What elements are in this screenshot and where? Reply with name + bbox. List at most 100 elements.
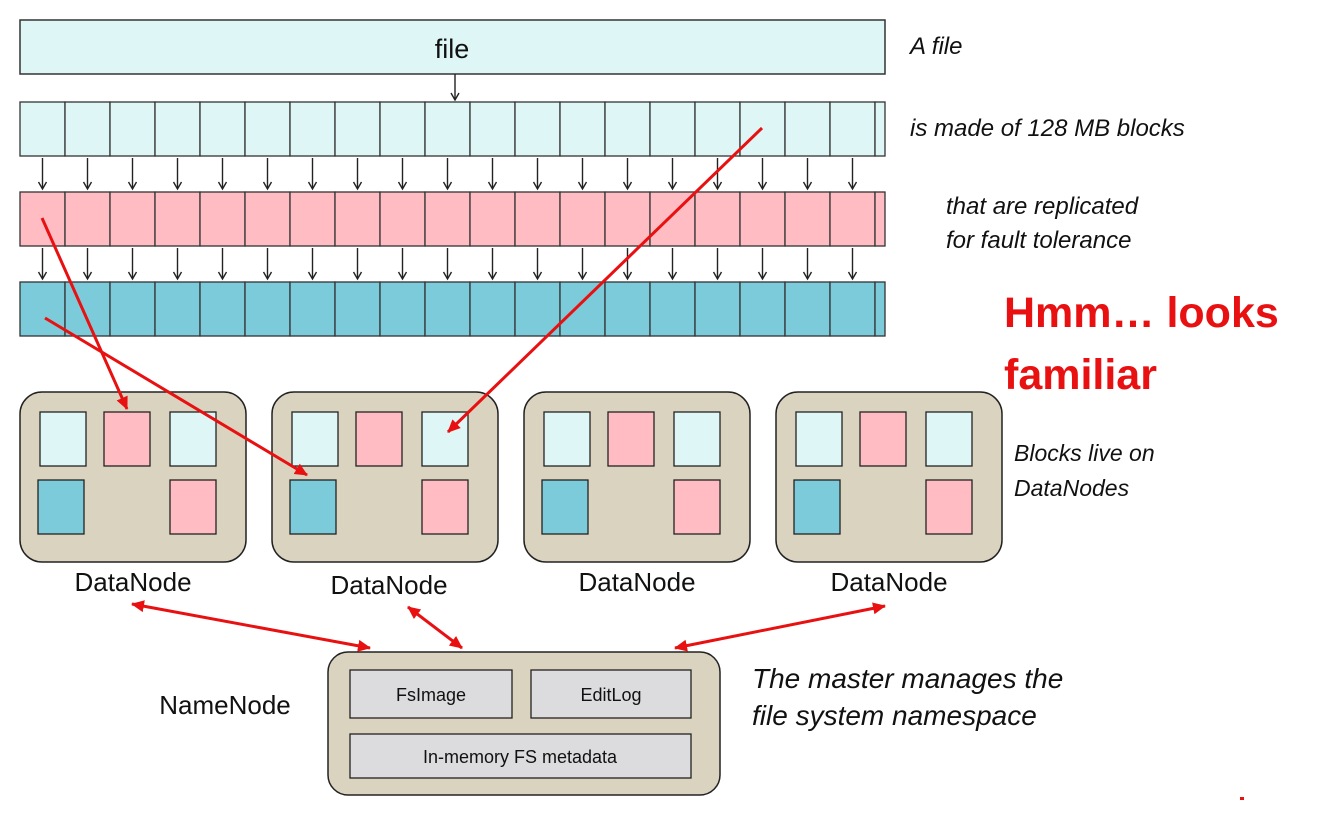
- original-block: [64, 101, 111, 157]
- replica-2-block: [19, 281, 66, 337]
- replica-1-block: [334, 191, 381, 247]
- slide-corner-mark: [1240, 797, 1244, 800]
- replica-2-block: [379, 281, 426, 337]
- original-block: [334, 101, 381, 157]
- original-block: [694, 101, 741, 157]
- original-block: [154, 101, 201, 157]
- stored-block-light: [925, 411, 973, 467]
- block-row-replica-1: [19, 191, 886, 247]
- stored-block-pink: [925, 479, 973, 535]
- original-block: [19, 101, 66, 157]
- datanode-label: DataNode: [330, 570, 447, 600]
- original-block: [469, 101, 516, 157]
- stored-block-pink: [859, 411, 907, 467]
- caption-replicated-2: for fault tolerance: [946, 227, 1131, 254]
- highlight-line-2: familiar: [1004, 351, 1157, 399]
- stored-block-pink: [169, 479, 217, 535]
- replica-2-block: [649, 281, 696, 337]
- replica-2-block: [154, 281, 201, 337]
- replica-2-block: [289, 281, 336, 337]
- replica-2-block: [829, 281, 876, 337]
- replica-1-block: [739, 191, 786, 247]
- caption-master-1: The master manages the: [752, 663, 1063, 694]
- datanode-3: DataNode: [523, 391, 751, 597]
- caption-replicated-1: that are replicated: [946, 193, 1139, 220]
- original-block: [379, 101, 426, 157]
- original-block: [514, 101, 561, 157]
- replica-1-block: [694, 191, 741, 247]
- stored-block-blue: [541, 479, 589, 535]
- heartbeat-arrows: [131, 600, 886, 652]
- replica-2-block: [199, 281, 246, 337]
- replica-2-block: [469, 281, 516, 337]
- caption-datanodes-2: DataNodes: [1014, 475, 1130, 501]
- stored-block-light: [795, 411, 843, 467]
- replica-2-block: [334, 281, 381, 337]
- stored-block-light: [673, 411, 721, 467]
- original-block: [559, 101, 606, 157]
- stored-block-pink: [607, 411, 655, 467]
- stored-block-blue: [289, 479, 337, 535]
- replica-2-block: [109, 281, 156, 337]
- stored-block-pink: [355, 411, 403, 467]
- replica-2-block: [64, 281, 111, 337]
- original-block: [604, 101, 651, 157]
- replica-1-block: [379, 191, 426, 247]
- caption-master-2: file system namespace: [752, 700, 1037, 731]
- replication-arrows-2: [37, 248, 858, 281]
- replica-1-block: [199, 191, 246, 247]
- caption-a-file: A file: [908, 33, 962, 60]
- stored-block-blue: [37, 479, 85, 535]
- datanode-label: DataNode: [578, 567, 695, 597]
- stored-block-light: [39, 411, 87, 467]
- replica-1-block: [514, 191, 561, 247]
- caption-datanodes-1: Blocks live on: [1014, 440, 1155, 466]
- placement-arrows: [40, 126, 764, 477]
- replica-2-block: [244, 281, 291, 337]
- original-block: [829, 101, 876, 157]
- original-block: [424, 101, 471, 157]
- namenode-label: NameNode: [159, 690, 291, 720]
- replica-1-block: [64, 191, 111, 247]
- heartbeat-arrow-3: [674, 602, 886, 652]
- original-block: [289, 101, 336, 157]
- original-block: [109, 101, 156, 157]
- replica-1-block: [469, 191, 516, 247]
- replication-arrows-1: [37, 158, 858, 191]
- replica-2-block: [424, 281, 471, 337]
- datanode-label: DataNode: [830, 567, 947, 597]
- heartbeat-arrow-2: [407, 605, 463, 650]
- replica-1-block: [154, 191, 201, 247]
- datanode-2: DataNode: [271, 391, 499, 600]
- replica-1-block: [604, 191, 651, 247]
- original-block-partial: [874, 101, 886, 157]
- highlight-line-1: Hmm… looks: [1004, 289, 1279, 337]
- original-block: [649, 101, 696, 157]
- replica-2-block: [739, 281, 786, 337]
- stored-block-pink: [421, 479, 469, 535]
- replica-2-block-partial: [874, 281, 886, 337]
- stored-block-light: [291, 411, 339, 467]
- replica-2-block: [604, 281, 651, 337]
- replica-1-block: [784, 191, 831, 247]
- placement-arrow-blue: [44, 316, 308, 477]
- original-block: [199, 101, 246, 157]
- replica-2-block: [559, 281, 606, 337]
- file-label: file: [435, 34, 470, 64]
- original-block: [784, 101, 831, 157]
- replica-1-block: [244, 191, 291, 247]
- editlog-box: [530, 669, 692, 719]
- replica-1-block-partial: [874, 191, 886, 247]
- replica-1-block: [109, 191, 156, 247]
- placement-arrow-pink: [40, 217, 129, 410]
- heartbeat-arrow-1: [131, 600, 371, 652]
- placement-arrow-light: [446, 126, 764, 434]
- stored-block-pink: [103, 411, 151, 467]
- metadata-label: In-memory FS metadata: [423, 747, 618, 767]
- original-block: [244, 101, 291, 157]
- replica-2-block: [514, 281, 561, 337]
- block-row-original: [19, 101, 886, 157]
- replica-1-block: [424, 191, 471, 247]
- metadata-box: [349, 733, 692, 779]
